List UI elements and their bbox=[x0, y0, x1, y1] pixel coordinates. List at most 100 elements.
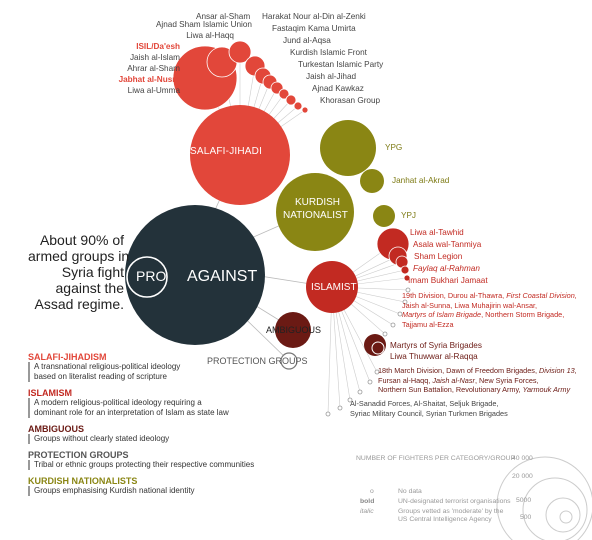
group-name: YPG bbox=[385, 143, 403, 152]
group-circle bbox=[357, 389, 363, 395]
line: 19th Division, Durou al-Thawra, First Co… bbox=[402, 291, 577, 301]
group-name: Imam Bukhari Jamaat bbox=[408, 276, 488, 285]
group-name: Janhat al-Akrad bbox=[392, 176, 450, 185]
group-name: 19th Division, Durou al-Thawra, bbox=[402, 291, 507, 300]
headline-line: armed groups in bbox=[28, 248, 130, 264]
group-name: Tajjamu al-Ezza bbox=[402, 319, 454, 329]
group-circle bbox=[337, 405, 343, 411]
kurdish-nationalist-circle bbox=[276, 173, 354, 251]
group-name: Ajnad Sham Islamic Union bbox=[155, 20, 252, 29]
definition-text: Groups emphasising Kurdish national iden… bbox=[28, 486, 288, 496]
group-circle bbox=[390, 322, 396, 328]
islamist-label: ISLAMIST bbox=[311, 282, 357, 293]
group-circle bbox=[374, 369, 380, 375]
definition-line: Tribal or ethnic groups protecting their… bbox=[34, 460, 255, 469]
salafi-group-circles bbox=[172, 40, 309, 114]
definition-title: AMBIGUOUS bbox=[28, 424, 84, 434]
kurdish-label-1: KURDISH bbox=[295, 197, 341, 208]
protection-groups-label: PROTECTION GROUPS bbox=[207, 356, 308, 366]
group-name: Harakat Nour al-Din al-Zenki bbox=[262, 12, 366, 21]
ypg-circle bbox=[320, 120, 376, 176]
definitions: SALAFI-JIHADISM A transnational religiou… bbox=[28, 352, 288, 496]
legend-title: NUMBER OF FIGHTERS PER CATEGORY/GROUP bbox=[356, 455, 516, 462]
legend-size-circles bbox=[496, 456, 592, 540]
definition-ambiguous: AMBIGUOUS Groups without clearly stated … bbox=[28, 424, 288, 444]
group-name: Ajnad Kawkaz bbox=[312, 84, 364, 93]
group-name: Martyrs of Syria Brigades bbox=[390, 341, 482, 350]
line: 18th March Division, Dawn of Freedom Bri… bbox=[378, 366, 577, 376]
definition-title: PROTECTION GROUPS bbox=[28, 450, 129, 460]
group-name: Jaish al-Nasr bbox=[432, 375, 475, 385]
salafi-jihadi-circle bbox=[190, 105, 290, 205]
against-circle bbox=[125, 205, 265, 345]
line: Northern Sun Battalion, Revolutionary Ar… bbox=[378, 385, 577, 395]
group-circle bbox=[285, 94, 297, 106]
martyrs-of-syria-circle bbox=[364, 334, 386, 356]
group-name: Turkestan Islamic Party bbox=[298, 60, 384, 69]
group-name: Jund al-Aqsa bbox=[283, 36, 331, 45]
group-name: Jaish al-Sunna, Liwa Muhajirin wal-Ansar… bbox=[402, 300, 538, 310]
definition-title: KURDISH NATIONALISTS bbox=[28, 476, 138, 486]
definition-line: A transnational religious-political ideo… bbox=[34, 362, 181, 371]
group-name: First Coastal Division, bbox=[506, 291, 577, 300]
definition-kurdish: KURDISH NATIONALISTS Groups emphasising … bbox=[28, 476, 288, 496]
ypj-circle bbox=[373, 205, 395, 227]
headline-line: Syria fight bbox=[61, 264, 124, 280]
group-circle bbox=[278, 88, 290, 100]
ambiguous-label: AMBIGUOUS bbox=[266, 325, 322, 335]
group-circle bbox=[382, 331, 388, 337]
headline-line: against the bbox=[55, 280, 125, 296]
group-name: Asala wal-Tanmiya bbox=[413, 240, 482, 249]
liwa-thuwwar-circle bbox=[371, 341, 385, 355]
group-circle bbox=[405, 287, 411, 293]
headline: About 90% of armed groups in Syria fight… bbox=[28, 232, 130, 312]
legend-italic-text: Groups vetted as 'moderate' by the US Ce… bbox=[398, 508, 504, 523]
group-circle bbox=[293, 101, 303, 111]
line: Fursan al-Haqq, Jaish al-Nasr, New Syria… bbox=[378, 376, 577, 386]
group-name: Sham Legion bbox=[414, 252, 463, 261]
group-name: Jaish al-Jihad bbox=[306, 72, 357, 81]
group-name: Yarmouk Army bbox=[522, 385, 571, 394]
definition-title: ISLAMISM bbox=[28, 388, 72, 398]
group-circle bbox=[367, 379, 373, 385]
definition-line: Groups emphasising Kurdish national iden… bbox=[34, 486, 195, 495]
group-name: ISIL/Da'esh bbox=[136, 42, 180, 51]
definition-islamism: ISLAMISM A modern religious-political id… bbox=[28, 388, 288, 418]
pro-circle bbox=[126, 256, 168, 298]
kurdish-label-2: NATIONALIST bbox=[283, 210, 348, 221]
group-name: Ansar al-Sham bbox=[196, 12, 251, 21]
group-label-left-2: ISIL/Da'esh Jaish al-Islam Ahrar al-Sham… bbox=[60, 42, 180, 97]
group-name: Liwa al-Haqq bbox=[186, 31, 234, 40]
islamist-group-list: 19th Division, Durou al-Thawra, First Co… bbox=[402, 291, 577, 329]
legend-nodata-symbol: o bbox=[370, 488, 374, 495]
headline-line: Assad regime. bbox=[34, 296, 124, 312]
definition-line: dominant role for an interpretation of I… bbox=[34, 408, 229, 417]
legend-size: 40 000 bbox=[512, 455, 533, 462]
definition-protection: PROTECTION GROUPS Tribal or ethnic group… bbox=[28, 450, 288, 470]
group-name: Liwa al-Umma bbox=[127, 86, 180, 95]
legend-bold-symbol: bold bbox=[360, 498, 375, 505]
protection-group-list: Al-Sanadid Forces, Al-Shaitat, Seljuk Br… bbox=[350, 399, 508, 418]
islamist-group-circles bbox=[325, 227, 411, 417]
group-name: Jaish al-Islam bbox=[129, 53, 180, 62]
group-circle bbox=[347, 397, 353, 403]
group-circle bbox=[325, 411, 331, 417]
group-name: Liwa Thuwwar al-Raqqa bbox=[390, 352, 478, 361]
pro-label: PRO bbox=[136, 268, 167, 284]
protection-groups-circle bbox=[280, 352, 298, 370]
group-name: , New Syria Forces, bbox=[474, 375, 539, 385]
group-name: 18th March Division, Dawn of Freedom Bri… bbox=[378, 366, 540, 375]
line: Martyrs of Islam Brigade, Northern Storm… bbox=[402, 310, 577, 320]
group-name: YPJ bbox=[401, 211, 417, 220]
group-name: Northern Sun Battalion, Revolutionary Ar… bbox=[378, 385, 523, 394]
group-name: Faylaq al-Rahman bbox=[413, 264, 480, 273]
group-name: Kurdish Islamic Front bbox=[290, 48, 367, 57]
definition-text: A transnational religious-political ideo… bbox=[28, 362, 288, 382]
ambiguous-circle bbox=[275, 312, 311, 348]
islamist-circle bbox=[306, 261, 358, 313]
legend-size: 20 000 bbox=[512, 473, 533, 480]
definition-line: based on literalist reading of scripture bbox=[34, 372, 167, 381]
definition-line: A modern religious-political ideology re… bbox=[34, 398, 202, 407]
definition-text: Tribal or ethnic groups protecting their… bbox=[28, 460, 288, 470]
legend-size: 5000 bbox=[516, 497, 532, 504]
